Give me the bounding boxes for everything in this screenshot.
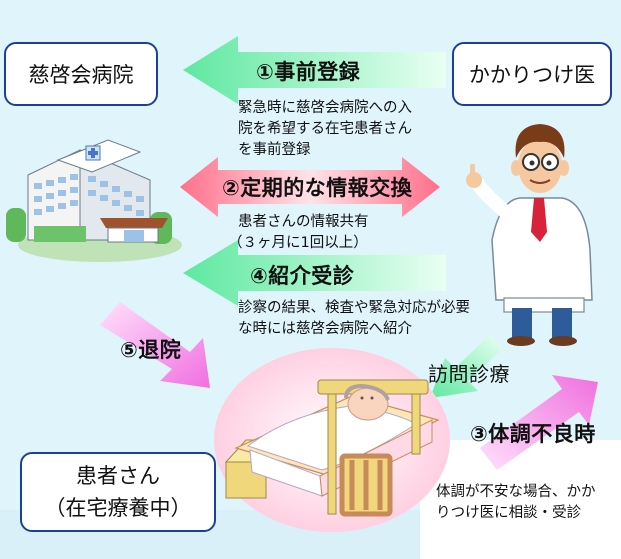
patient-label: 患者さん [76,464,160,488]
pre-registration-label: ①事前登録 [256,60,361,84]
info-exchange-note-line1: 患者さんの情報共有 [238,214,369,230]
discharge-label: ⑤退院 [120,338,182,362]
info-exchange-arrow [180,157,440,217]
referral-note: 診察の結果、検査や緊急対応が必要な時には慈啓会病院へ紹介 [238,300,470,337]
info-exchange-note-line2: （３ヶ月に1回以上） [228,235,368,251]
pre-registration-arrow [183,36,446,104]
unwell-label: ③体調不良時 [470,422,596,446]
referral-arrow [183,240,446,306]
patient-in-bed-illustration [214,348,450,532]
notes-background [420,440,621,559]
referral-label: ④紹介受診 [250,264,355,288]
family-doctor-box: かかりつけ医 [452,42,612,106]
family-doctor-label: かかりつけ医 [468,63,596,87]
pre-registration-note: 緊急時に慈啓会病院への入院を希望する在宅患者さんを事前登録 [238,100,412,158]
unwell-note: 体調が不安な場合、かかりつけ医に相談・受診 [436,484,596,521]
patient-status-label: （在宅療養中） [44,496,192,520]
doctor-illustration [466,124,593,346]
hospital-label: 慈啓会病院 [28,63,134,87]
hospital-box: 慈啓会病院 [4,42,158,106]
unwell-arrow [480,375,598,470]
discharge-arrow [100,302,210,388]
hospital-building-icon [6,139,182,262]
patient-box: 患者さん （在宅療養中） [20,452,216,532]
home-visit-arrow [430,335,503,398]
info-exchange-label: ②定期的な情報交換 [222,176,413,200]
home-visit-label: 訪問診療 [428,362,510,386]
